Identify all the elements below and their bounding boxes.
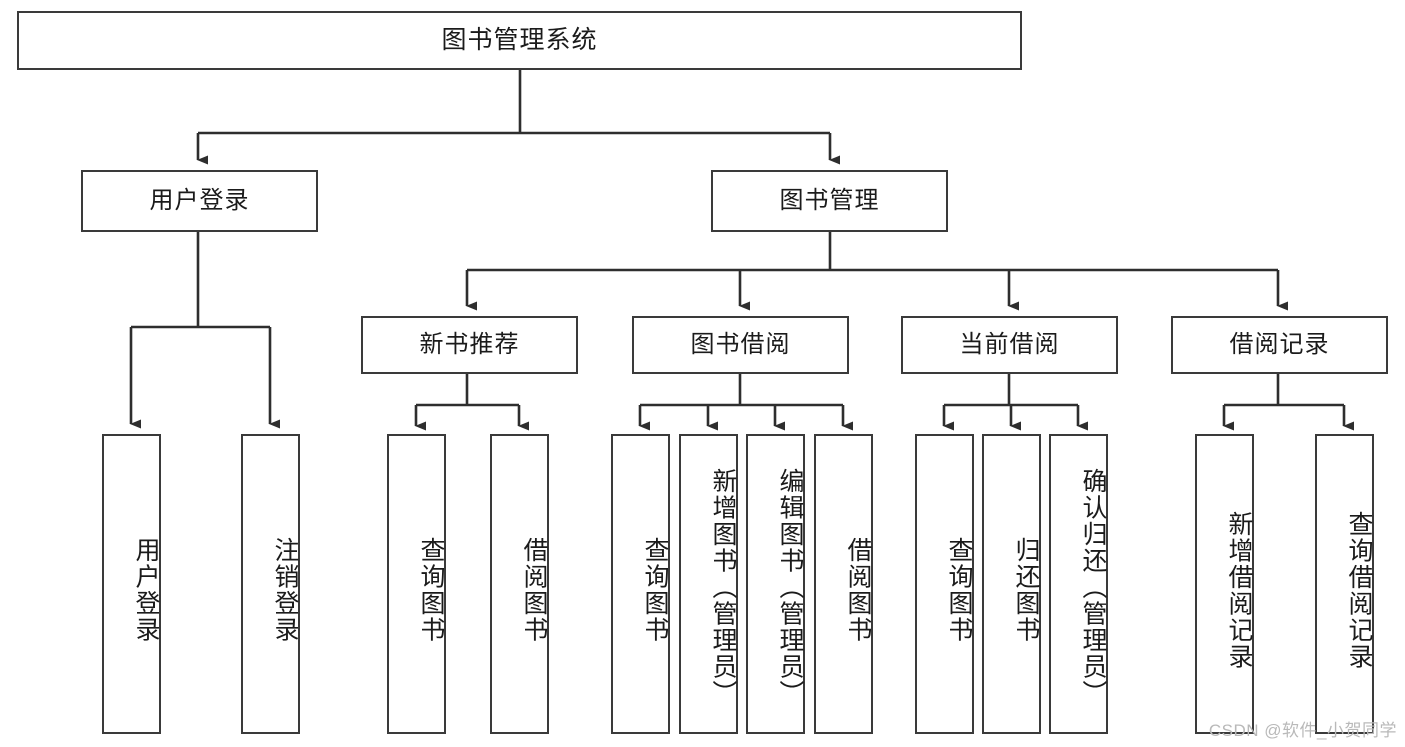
leaf-add-borrow-record[interactable]: 新增借阅记录 bbox=[1195, 434, 1254, 734]
leaf-borrow-book-recommend[interactable]: 借阅图书 bbox=[490, 434, 549, 734]
node-current-borrow[interactable]: 当前借阅 bbox=[901, 316, 1118, 374]
leaf-query-book-borrow[interactable]: 查询图书 bbox=[611, 434, 670, 734]
leaf-return-book[interactable]: 归还图书 bbox=[982, 434, 1041, 734]
leaf-user-login[interactable]: 用户登录 bbox=[102, 434, 161, 734]
leaf-add-book-admin[interactable]: 新增图书（管理员） bbox=[679, 434, 738, 734]
node-user-login[interactable]: 用户登录 bbox=[81, 170, 318, 232]
leaf-borrow-book-borrow[interactable]: 借阅图书 bbox=[814, 434, 873, 734]
leaf-confirm-return-admin[interactable]: 确认归还（管理员） bbox=[1049, 434, 1108, 734]
node-new-book-recommend[interactable]: 新书推荐 bbox=[361, 316, 578, 374]
node-book-borrow[interactable]: 图书借阅 bbox=[632, 316, 849, 374]
leaf-logout-login[interactable]: 注销登录 bbox=[241, 434, 300, 734]
node-borrow-record[interactable]: 借阅记录 bbox=[1171, 316, 1388, 374]
csdn-watermark: CSDN @软件_小贺同学 bbox=[1208, 721, 1397, 740]
leaf-query-book-recommend[interactable]: 查询图书 bbox=[387, 434, 446, 734]
node-book-manage[interactable]: 图书管理 bbox=[711, 170, 948, 232]
node-root-system[interactable]: 图书管理系统 bbox=[17, 11, 1022, 70]
leaf-edit-book-admin[interactable]: 编辑图书（管理员） bbox=[746, 434, 805, 734]
leaf-query-book-current[interactable]: 查询图书 bbox=[915, 434, 974, 734]
leaf-query-borrow-record[interactable]: 查询借阅记录 bbox=[1315, 434, 1374, 734]
